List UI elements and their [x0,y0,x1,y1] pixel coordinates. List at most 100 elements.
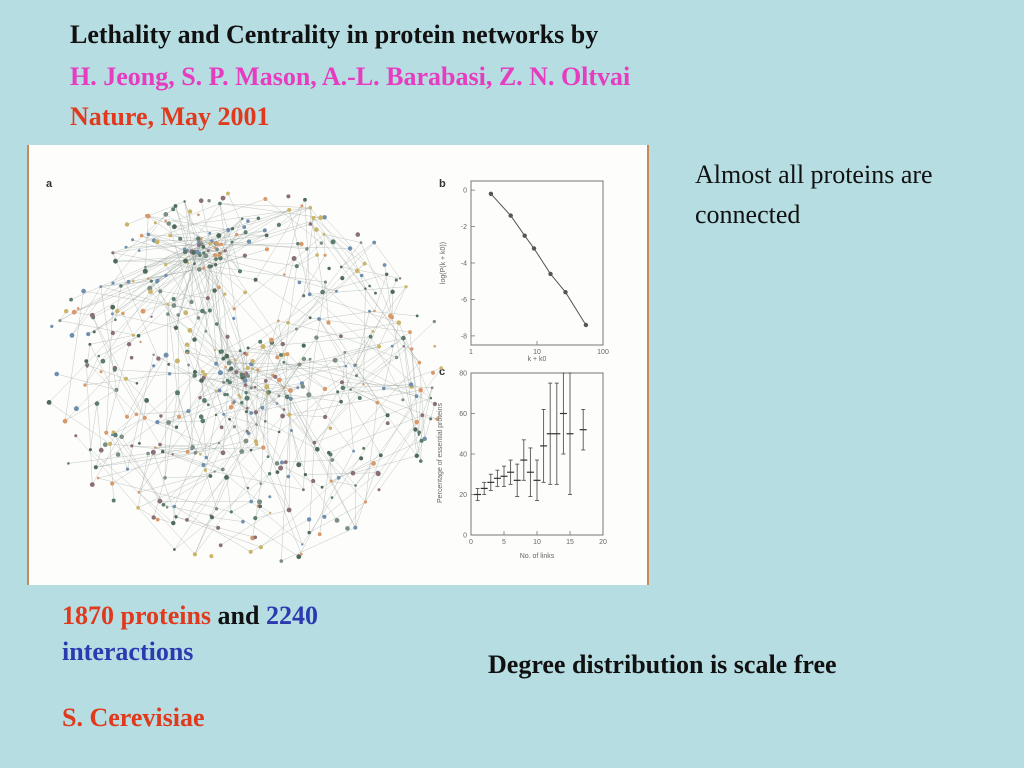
network-node [206,249,210,253]
network-edge [174,506,251,553]
network-edge [416,438,425,456]
network-node [203,253,209,259]
network-node [253,516,258,521]
network-edge [102,335,139,362]
network-node [178,236,183,241]
network-node [164,219,167,223]
network-node [192,373,197,378]
network-node [419,438,424,443]
network-node [144,265,147,269]
network-edge [255,369,259,442]
network-node [280,341,285,347]
network-node [302,488,305,492]
network-edge [280,354,354,452]
network-edge [228,218,243,231]
network-node [192,337,197,342]
network-edge [131,445,192,450]
network-node [326,320,331,325]
network-node [98,447,104,453]
network-node [307,292,312,297]
network-node [253,277,258,282]
network-edge [341,242,375,268]
network-node [368,309,371,313]
network-edge [48,259,187,403]
network-edge [167,304,196,373]
network-edge [214,290,224,359]
network-node [104,430,109,435]
network-node [296,386,300,390]
network-edge [215,218,259,260]
network-edge [167,304,178,393]
network-edge [92,280,152,316]
network-node [157,498,163,504]
network-edge [138,368,232,493]
network-node [353,363,357,368]
network-node [110,304,116,310]
network-node [230,227,235,231]
network-edge [267,392,315,443]
network-edge [345,366,354,452]
network-edge [95,452,196,468]
network-edge [309,294,399,323]
network-node [203,468,208,472]
network-edge [184,247,216,250]
network-node [222,412,226,416]
network-edge [167,313,221,352]
network-node [249,386,253,390]
network-node [388,313,394,319]
network-node [71,309,77,315]
network-edge [214,440,247,472]
network-edge [197,251,246,293]
network-edge [194,310,211,373]
network-edge [236,234,267,236]
network-edge [132,239,216,265]
network-edge [231,511,299,557]
network-node [294,327,298,331]
network-edge [162,451,204,466]
network-node [323,280,327,284]
network-edge [90,449,174,524]
panel-label-b: b [439,178,446,190]
network-node [396,320,402,325]
network-edge [125,244,203,248]
network-edge [186,259,199,318]
network-edge [211,266,217,364]
network-node [242,225,247,229]
network-node [100,358,106,364]
network-node [240,401,244,405]
network-node [161,503,166,507]
network-edge [424,403,436,439]
network-edge [189,293,226,331]
network-edge [288,209,310,295]
network-node [197,213,200,217]
network-edge [290,398,356,528]
panel-c-xtick-label: 15 [566,539,574,546]
network-node [183,200,186,203]
network-edge [271,263,365,343]
network-edge [71,286,102,336]
network-node [217,441,221,445]
network-edge [177,314,180,417]
network-node [166,221,172,226]
network-node [86,332,91,337]
network-node [206,403,210,407]
network-edge [199,269,215,291]
network-edge [227,336,247,374]
network-node [76,307,80,310]
panel-label-a: a [46,178,53,190]
network-node [198,253,202,257]
network-edge [175,516,256,538]
network-edge [148,215,212,242]
network-node [234,370,239,375]
panel-b-point [522,233,527,238]
network-edge [167,243,202,305]
network-edge [106,432,168,508]
network-node [249,499,253,504]
network-node [242,373,246,377]
network-edge [283,354,288,410]
network-edge [211,249,268,267]
network-edge [159,371,196,445]
network-node [417,360,422,365]
network-node [173,548,176,551]
network-node [110,433,114,437]
